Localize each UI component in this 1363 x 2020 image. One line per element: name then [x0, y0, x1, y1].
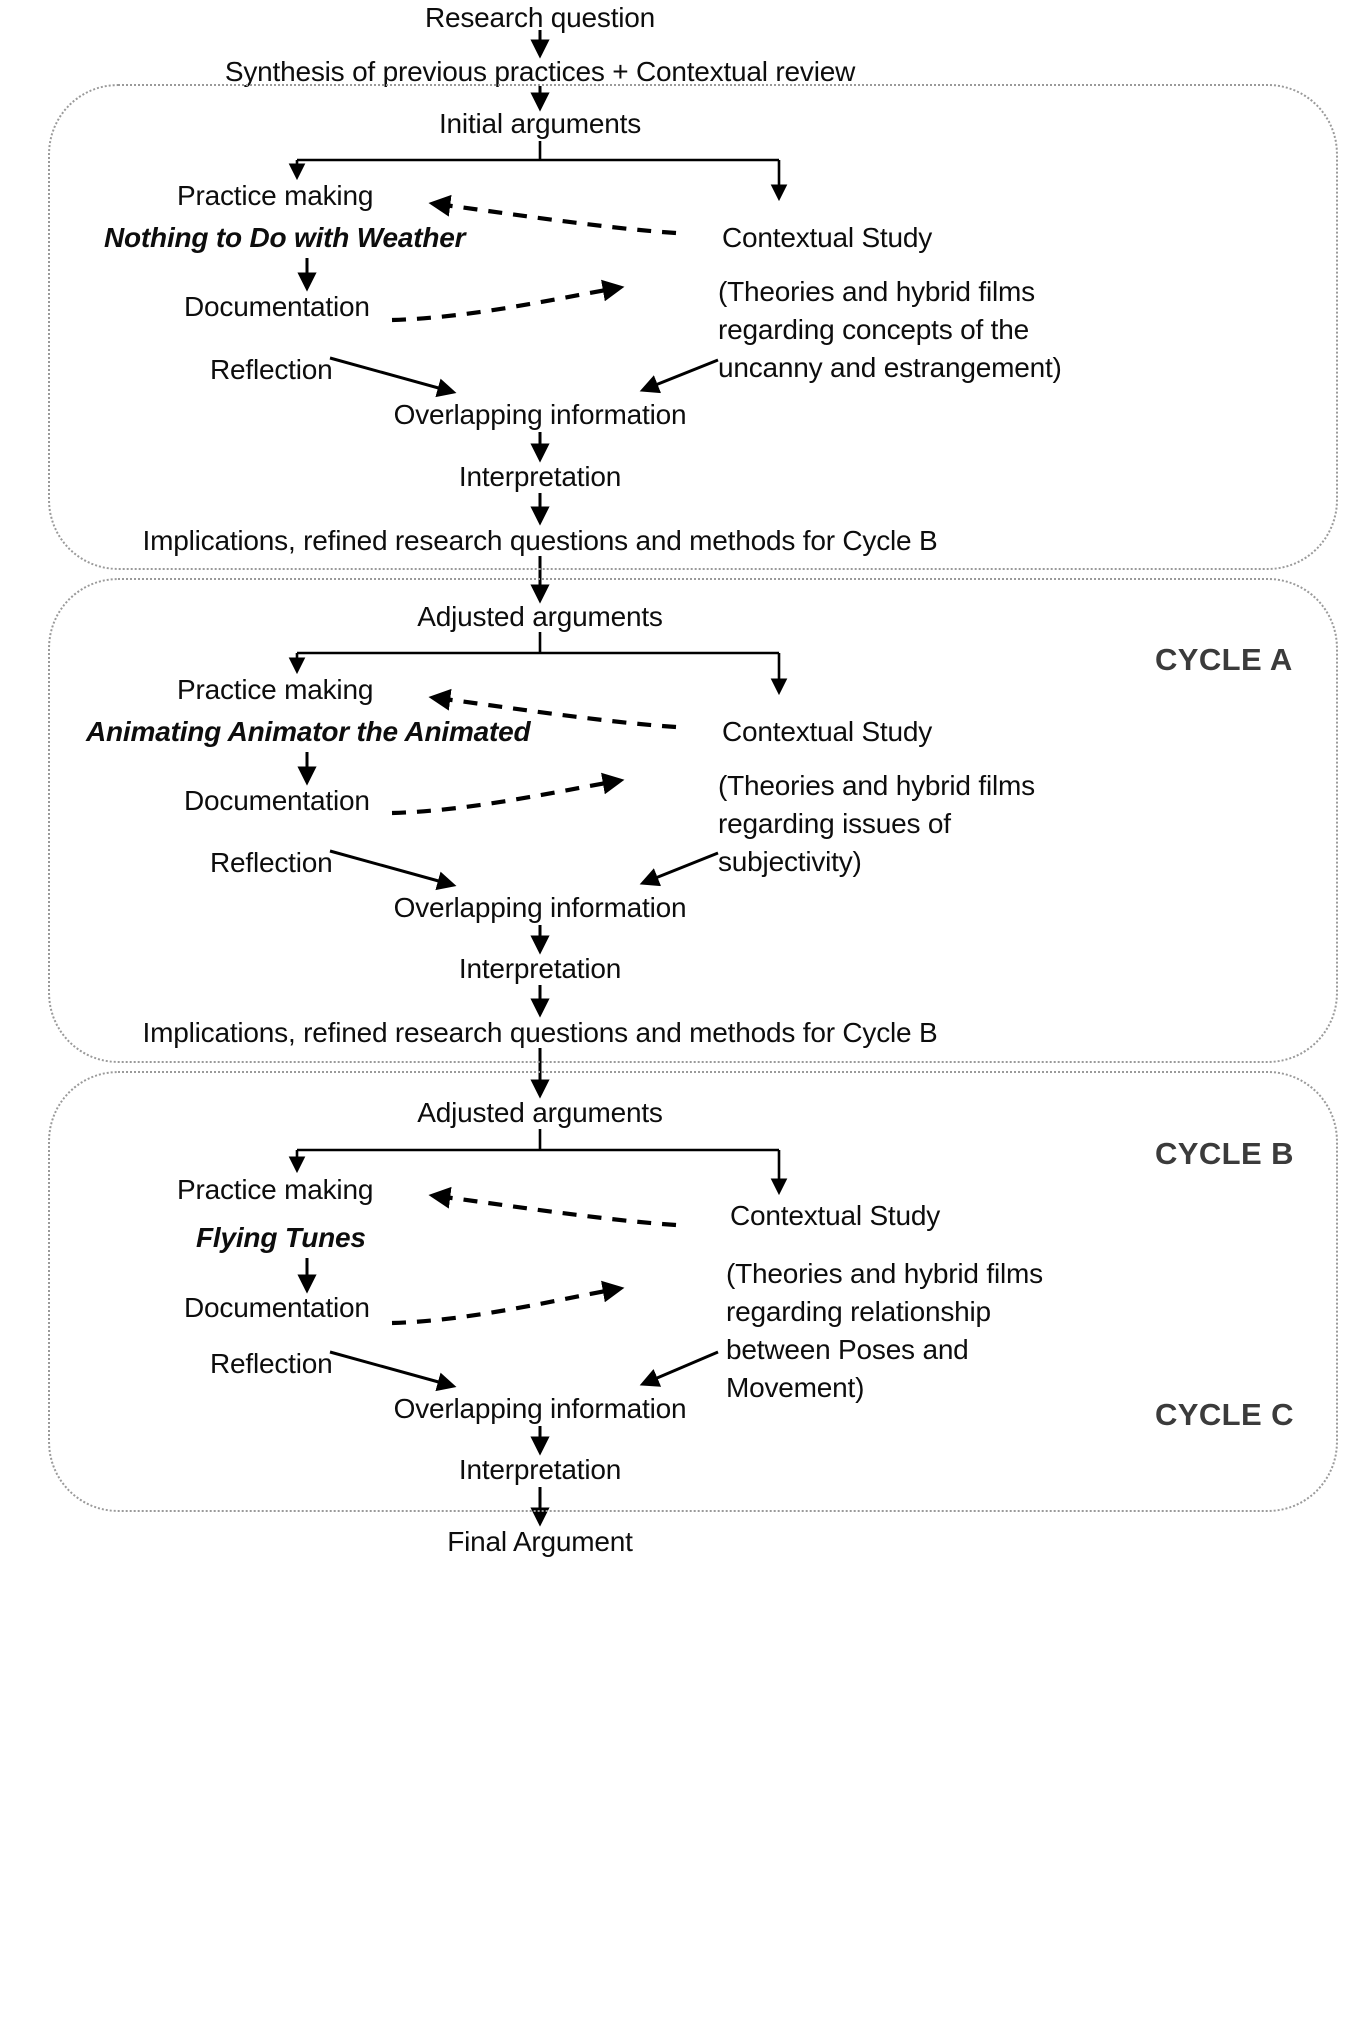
cycle-b-practice-title-label: Animating Animator the Animated: [86, 716, 531, 747]
cycle-b-contextual-note-line-1: (Theories and hybrid films: [718, 770, 1035, 801]
cycle-c-reflection-label: Reflection: [210, 1348, 333, 1379]
cycle-c-entry-label: Adjusted arguments: [417, 1097, 663, 1128]
cycle-a-interpretation-label: Interpretation: [458, 461, 622, 492]
cycle-a-contextual-note-line-2: regarding concepts of the: [718, 314, 1029, 345]
cycle-c-box: [48, 1071, 1338, 1512]
cycle-b-interpretation-label: Interpretation: [458, 953, 622, 984]
cycle-b-overlapping-label: Overlapping information: [393, 892, 687, 923]
cycle-b-implications-label: Implications, refined research questions…: [142, 1017, 938, 1048]
cycle-c-contextual-note-line-1: (Theories and hybrid films: [726, 1258, 1043, 1289]
cycle-b-entry-label: Adjusted arguments: [417, 601, 663, 632]
cycle-b-practice-making-label: Practice making: [177, 674, 374, 705]
cycle-b-tag: CYCLE B: [1155, 1136, 1294, 1171]
cycle-b-reflection-label: Reflection: [210, 847, 333, 878]
cycle-a-contextual-study-label: Contextual Study: [722, 222, 933, 253]
cycle-a-contextual-note-line-3: uncanny and estrangement): [718, 352, 1062, 383]
cycle-a-overlapping-label: Overlapping information: [393, 399, 687, 430]
cycle-c-practice-title-label: Flying Tunes: [196, 1222, 366, 1253]
cycle-c-contextual-study-label: Contextual Study: [730, 1200, 941, 1231]
final-argument-label: Final Argument: [447, 1526, 633, 1557]
cycle-b-documentation-label: Documentation: [184, 785, 370, 816]
cycle-b-box: [48, 578, 1338, 1063]
cycle-c-contextual-note-line-2: regarding relationship: [726, 1296, 991, 1327]
cycle-b-contextual-study-label: Contextual Study: [722, 716, 933, 747]
research-question-label: Research question: [424, 2, 656, 33]
cycle-c-tag: CYCLE C: [1155, 1397, 1294, 1432]
cycle-a-practice-making-label: Practice making: [177, 180, 374, 211]
synthesis-label: Synthesis of previous practices + Contex…: [224, 56, 856, 87]
cycle-a-practice-title-label: Nothing to Do with Weather: [104, 222, 466, 253]
cycle-a-documentation-label: Documentation: [184, 291, 370, 322]
cycle-b-contextual-note-line-2: regarding issues of: [718, 808, 951, 839]
cycle-a-entry-label: Initial arguments: [438, 108, 642, 139]
cycle-a-contextual-note-line-1: (Theories and hybrid films: [718, 276, 1035, 307]
cycle-c-overlapping-label: Overlapping information: [393, 1393, 687, 1424]
cycle-c-contextual-note-line-3: between Poses and: [726, 1334, 969, 1365]
cycle-a-reflection-label: Reflection: [210, 354, 333, 385]
cycle-b-contextual-note-line-3: subjectivity): [718, 846, 862, 877]
cycle-c-documentation-label: Documentation: [184, 1292, 370, 1323]
cycle-c-practice-making-label: Practice making: [177, 1174, 374, 1205]
cycle-a-implications-label: Implications, refined research questions…: [142, 525, 938, 556]
cycle-c-interpretation-label: Interpretation: [458, 1454, 622, 1485]
cycle-c-contextual-note-line-4: Movement): [726, 1372, 865, 1403]
cycle-a-box: [48, 84, 1338, 570]
